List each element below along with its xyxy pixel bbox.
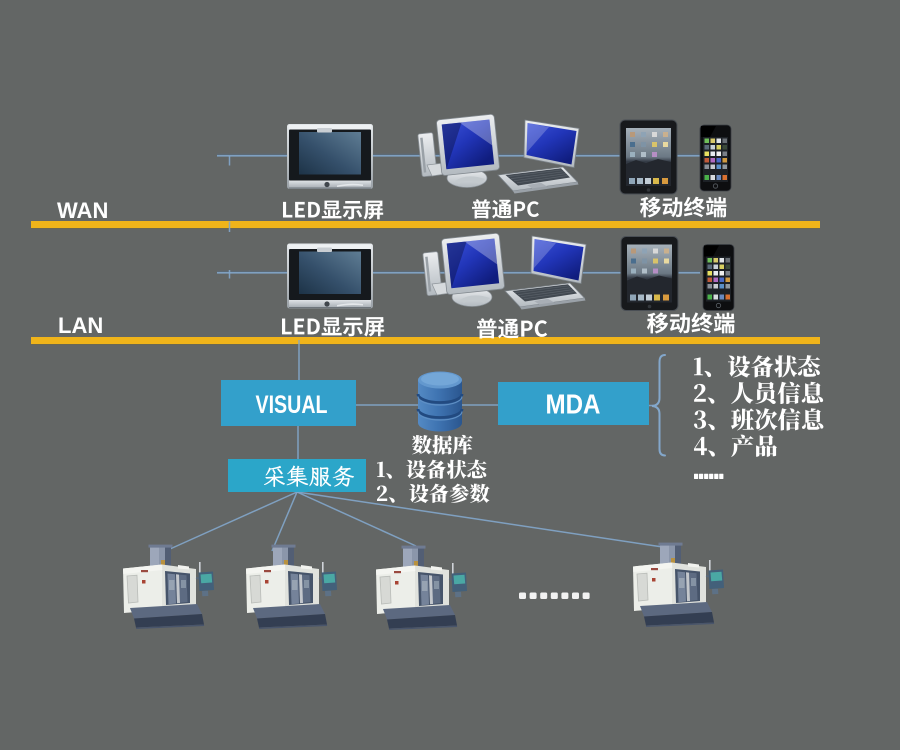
svg-text:LAN: LAN <box>58 313 103 338</box>
svg-text:MDA: MDA <box>546 389 601 420</box>
svg-text:VISUAL: VISUAL <box>256 391 328 419</box>
svg-text:WAN: WAN <box>57 198 108 223</box>
